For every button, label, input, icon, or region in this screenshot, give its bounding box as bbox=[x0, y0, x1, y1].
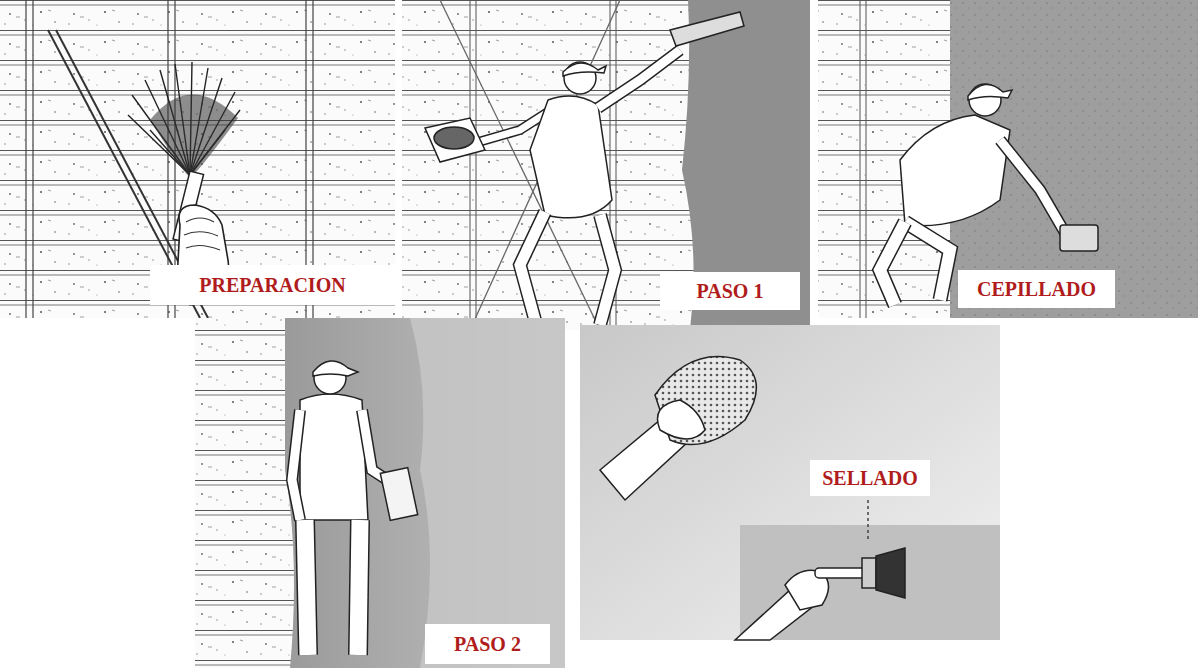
drawing-part bbox=[905, 222, 950, 300]
panel-preparation bbox=[0, 0, 395, 318]
drawing-part bbox=[658, 400, 706, 439]
drawing-part bbox=[520, 212, 545, 320]
drawing-part bbox=[313, 361, 358, 376]
drawing-part bbox=[600, 215, 615, 325]
drawing-part bbox=[900, 115, 1010, 226]
drawing-part bbox=[862, 558, 876, 588]
step-label: PASO 2 bbox=[425, 624, 550, 664]
drawing-part bbox=[815, 568, 865, 578]
wall bbox=[818, 0, 1198, 318]
drawing-part bbox=[425, 118, 485, 162]
drawing-part bbox=[380, 468, 417, 521]
drawing-part bbox=[292, 410, 300, 520]
step-title: SELLADO bbox=[822, 467, 918, 489]
drawing-part bbox=[880, 222, 905, 305]
step-title: PASO 2 bbox=[454, 633, 521, 655]
drawing-part bbox=[25, 0, 26, 318]
drawing-part bbox=[305, 520, 308, 655]
drawing-part bbox=[305, 520, 308, 655]
step-title: PREPARACION bbox=[199, 274, 345, 296]
step-label: PASO 1 bbox=[660, 272, 800, 310]
drawing-part bbox=[476, 0, 477, 330]
drawing-part bbox=[358, 520, 360, 655]
panel-brushing bbox=[818, 0, 1198, 318]
step-title: CEPILLADO bbox=[977, 278, 1096, 300]
drawing-part bbox=[860, 0, 861, 318]
drawing-part bbox=[867, 500, 869, 540]
wall bbox=[0, 0, 395, 318]
brush-hand bbox=[735, 500, 1000, 640]
drawing-part bbox=[968, 84, 1012, 100]
step-label: PREPARACION bbox=[150, 265, 395, 305]
drawing-part bbox=[470, 0, 620, 330]
wall bbox=[402, 0, 810, 330]
drawing-part bbox=[866, 0, 867, 318]
drawing-part bbox=[32, 0, 33, 318]
drawing-part bbox=[600, 215, 615, 325]
drawing-part bbox=[470, 0, 471, 330]
step-label: CEPILLADO bbox=[958, 270, 1115, 308]
drawing-part bbox=[598, 50, 680, 108]
drawing-part bbox=[655, 357, 756, 445]
diagonal-brace bbox=[440, 0, 620, 330]
panel-step-1 bbox=[402, 0, 810, 330]
drawing-part bbox=[563, 63, 606, 76]
drawing-part bbox=[1000, 140, 1068, 238]
drawing-part bbox=[880, 222, 905, 305]
drawing-part bbox=[358, 520, 360, 655]
drawing-part bbox=[1060, 225, 1098, 251]
wall-posts bbox=[860, 0, 866, 318]
worker bbox=[292, 361, 418, 655]
drawing-part bbox=[184, 218, 220, 250]
step-title: PASO 1 bbox=[697, 280, 764, 302]
drawing-part bbox=[150, 94, 238, 178]
sponge-hand bbox=[600, 357, 756, 500]
plaster-coat bbox=[285, 318, 565, 668]
panel-sealing bbox=[580, 325, 1000, 640]
wall bbox=[195, 318, 565, 668]
plaster-surface bbox=[580, 325, 1000, 640]
drawing-part bbox=[410, 318, 565, 668]
drawing-part bbox=[670, 12, 744, 46]
drawing-part bbox=[876, 548, 905, 598]
drawing-part bbox=[1000, 140, 1068, 238]
drawing-part bbox=[434, 127, 474, 149]
panel-step-2 bbox=[195, 318, 565, 668]
drawing-part bbox=[530, 96, 612, 218]
drawing-part bbox=[520, 212, 545, 320]
drawing-part bbox=[292, 410, 300, 520]
drawing-part bbox=[905, 222, 950, 300]
drawing-part bbox=[598, 50, 680, 108]
step-label: SELLADO bbox=[810, 460, 930, 496]
